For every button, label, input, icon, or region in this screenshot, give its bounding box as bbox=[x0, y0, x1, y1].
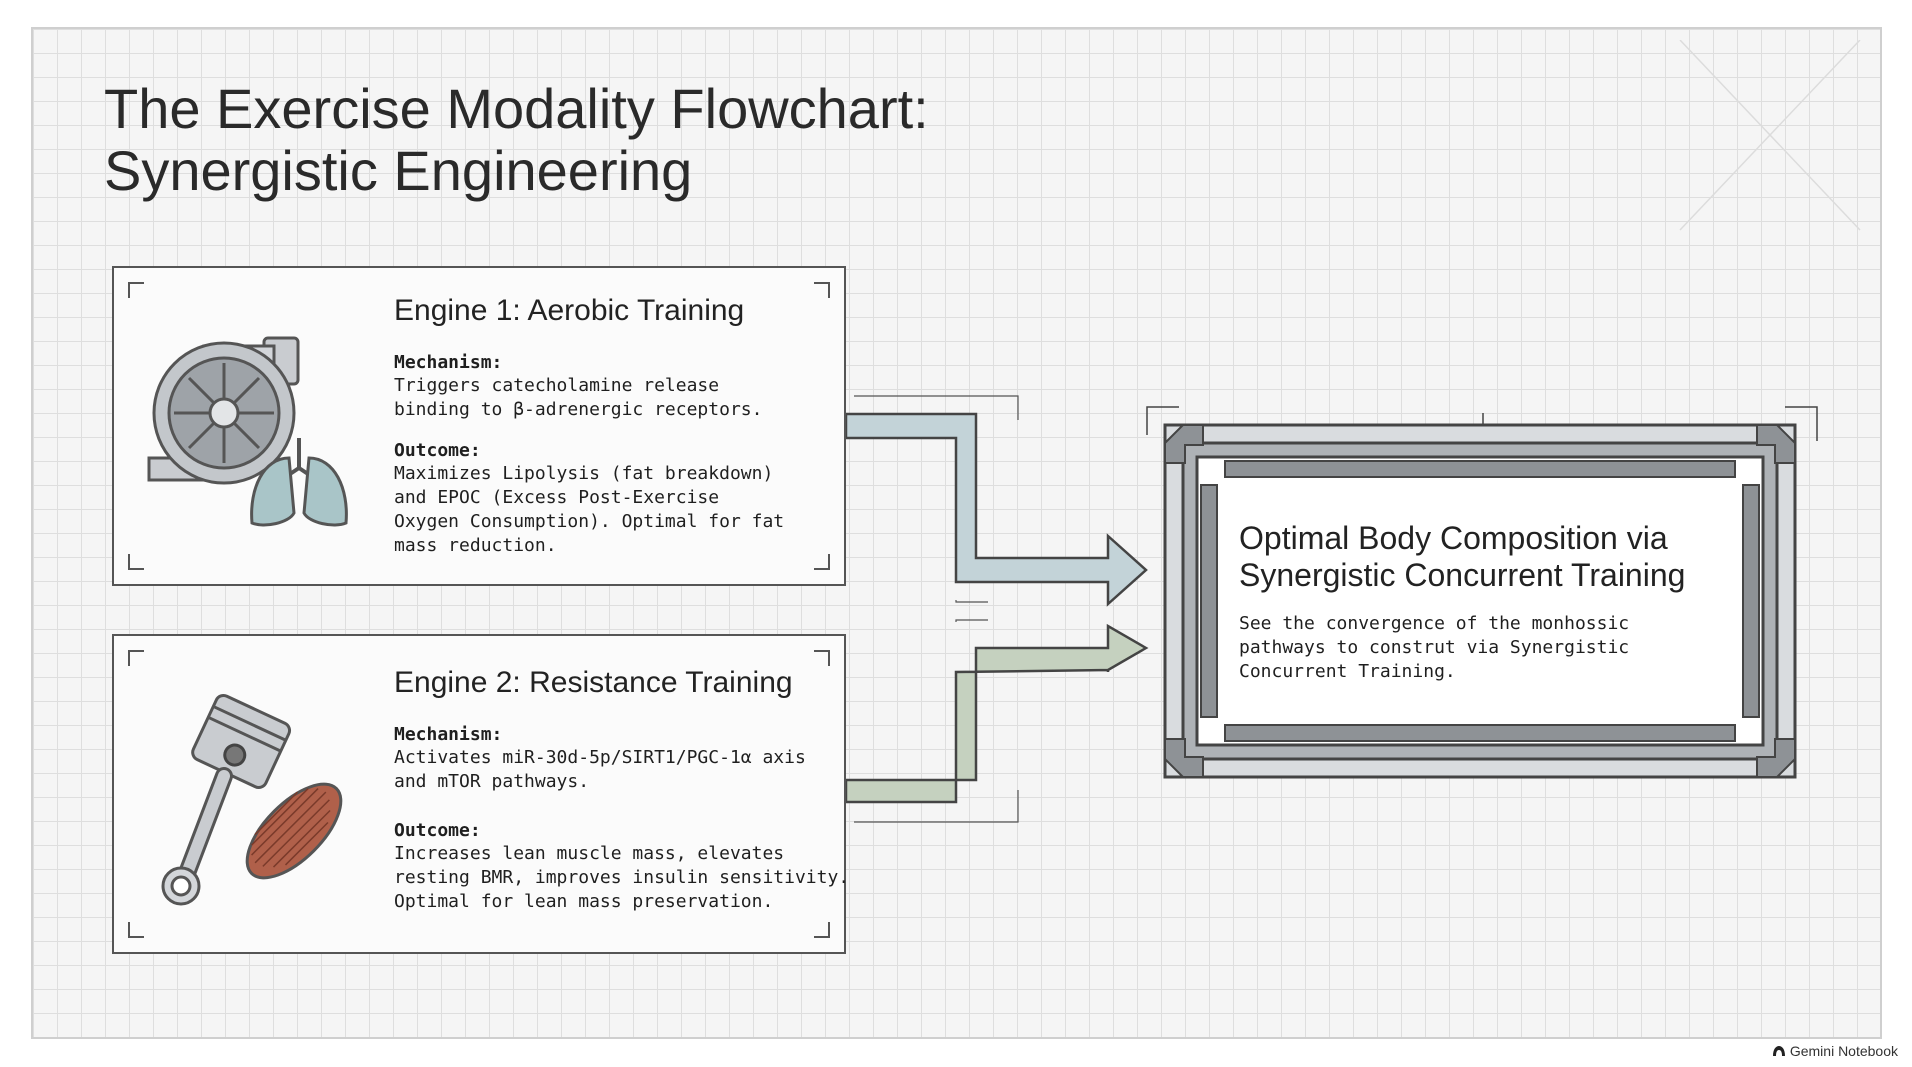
lungs-icon bbox=[250, 438, 348, 527]
connector-arrows bbox=[846, 395, 1149, 823]
muscle-icon bbox=[245, 782, 343, 880]
engine-1-outcome-label: Outcome: bbox=[394, 440, 481, 461]
gemini-logo-icon bbox=[1772, 1046, 1785, 1056]
engine-2-outcome-label: Outcome: bbox=[394, 820, 481, 841]
result-text: See the convergence of the monhossic pat… bbox=[1239, 613, 1630, 682]
engine-2-outcome-text: Increases lean muscle mass, elevates res… bbox=[394, 843, 850, 912]
watermark: Gemini Notebook bbox=[1772, 1043, 1898, 1059]
engine-1-card: Engine 1: Aerobic Training Mechanism: Tr… bbox=[112, 266, 846, 586]
piston-icon bbox=[161, 693, 292, 906]
engine-2-mechanism-text: Activates miR-30d-5p/SIRT1/PGC-1α axis a… bbox=[394, 747, 806, 792]
engine-2-card: Engine 2: Resistance Training Mechanism:… bbox=[112, 634, 849, 954]
arrow-engine-1-to-result bbox=[846, 412, 1148, 607]
engine-1-mechanism-label: Mechanism: bbox=[394, 352, 503, 373]
turbocharger-icon bbox=[147, 336, 300, 485]
engine-1-outcome-text: Maximizes Lipolysis (fat breakdown) and … bbox=[394, 463, 785, 556]
result-title: Optimal Body Composition via Synergistic… bbox=[1239, 520, 1686, 593]
arrow-engine-2-to-result bbox=[846, 623, 1149, 804]
page-title: The Exercise Modality Flowchart: Synergi… bbox=[104, 77, 929, 202]
decorative-cross-lines bbox=[1679, 40, 1861, 231]
engine-1-title: Engine 1: Aerobic Training bbox=[394, 294, 745, 327]
engine-2-title: Engine 2: Resistance Training bbox=[394, 666, 793, 699]
engine-1-mechanism-text: Triggers catecholamine release binding t… bbox=[394, 375, 763, 420]
engine-2-mechanism-label: Mechanism: bbox=[394, 724, 503, 745]
result-frame bbox=[1146, 406, 1818, 779]
